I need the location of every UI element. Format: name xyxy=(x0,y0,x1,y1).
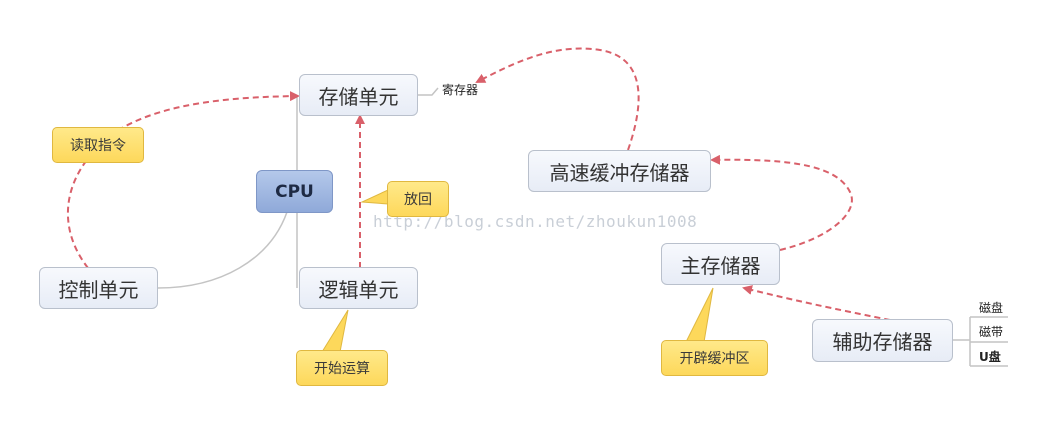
aux-to-main-arrow xyxy=(742,285,891,321)
cache-node[interactable]: 高速缓冲存储器 xyxy=(528,150,711,192)
open-buffer-note[interactable]: 开辟缓冲区 xyxy=(661,340,768,376)
watermark-text: http://blog.csdn.net/zhoukun1008 xyxy=(373,212,698,231)
read-instruction-note[interactable]: 读取指令 xyxy=(52,127,144,163)
main-to-cache-arrow xyxy=(710,154,853,251)
disk-label[interactable]: 磁盘 xyxy=(979,301,1004,315)
start-compute-note[interactable]: 开始运算 xyxy=(296,350,388,386)
cpu-node[interactable]: CPU xyxy=(256,170,333,213)
main-memory-node[interactable]: 主存储器 xyxy=(661,243,780,285)
storage-unit-node[interactable]: 存储单元 xyxy=(299,74,418,116)
logic-unit-node[interactable]: 逻辑单元 xyxy=(299,267,418,309)
usb-label[interactable]: U盘 xyxy=(979,350,1001,364)
aux-bracket-line xyxy=(953,316,1008,367)
storage-to-register-line xyxy=(418,87,439,96)
open-buffer-pointer xyxy=(685,287,714,343)
control-unit-node[interactable]: 控制单元 xyxy=(39,267,158,309)
put-back-note[interactable]: 放回 xyxy=(387,181,449,217)
aux-storage-node[interactable]: 辅助存储器 xyxy=(812,319,953,362)
cache-to-register-arrow xyxy=(475,47,640,151)
start-compute-pointer xyxy=(321,309,349,353)
put-back-pointer xyxy=(360,189,389,205)
callout-pointers xyxy=(321,189,714,353)
tape-label[interactable]: 磁带 xyxy=(979,325,1004,339)
register-label[interactable]: 寄存器 xyxy=(442,83,479,97)
cpu-to-control-line xyxy=(157,211,288,289)
